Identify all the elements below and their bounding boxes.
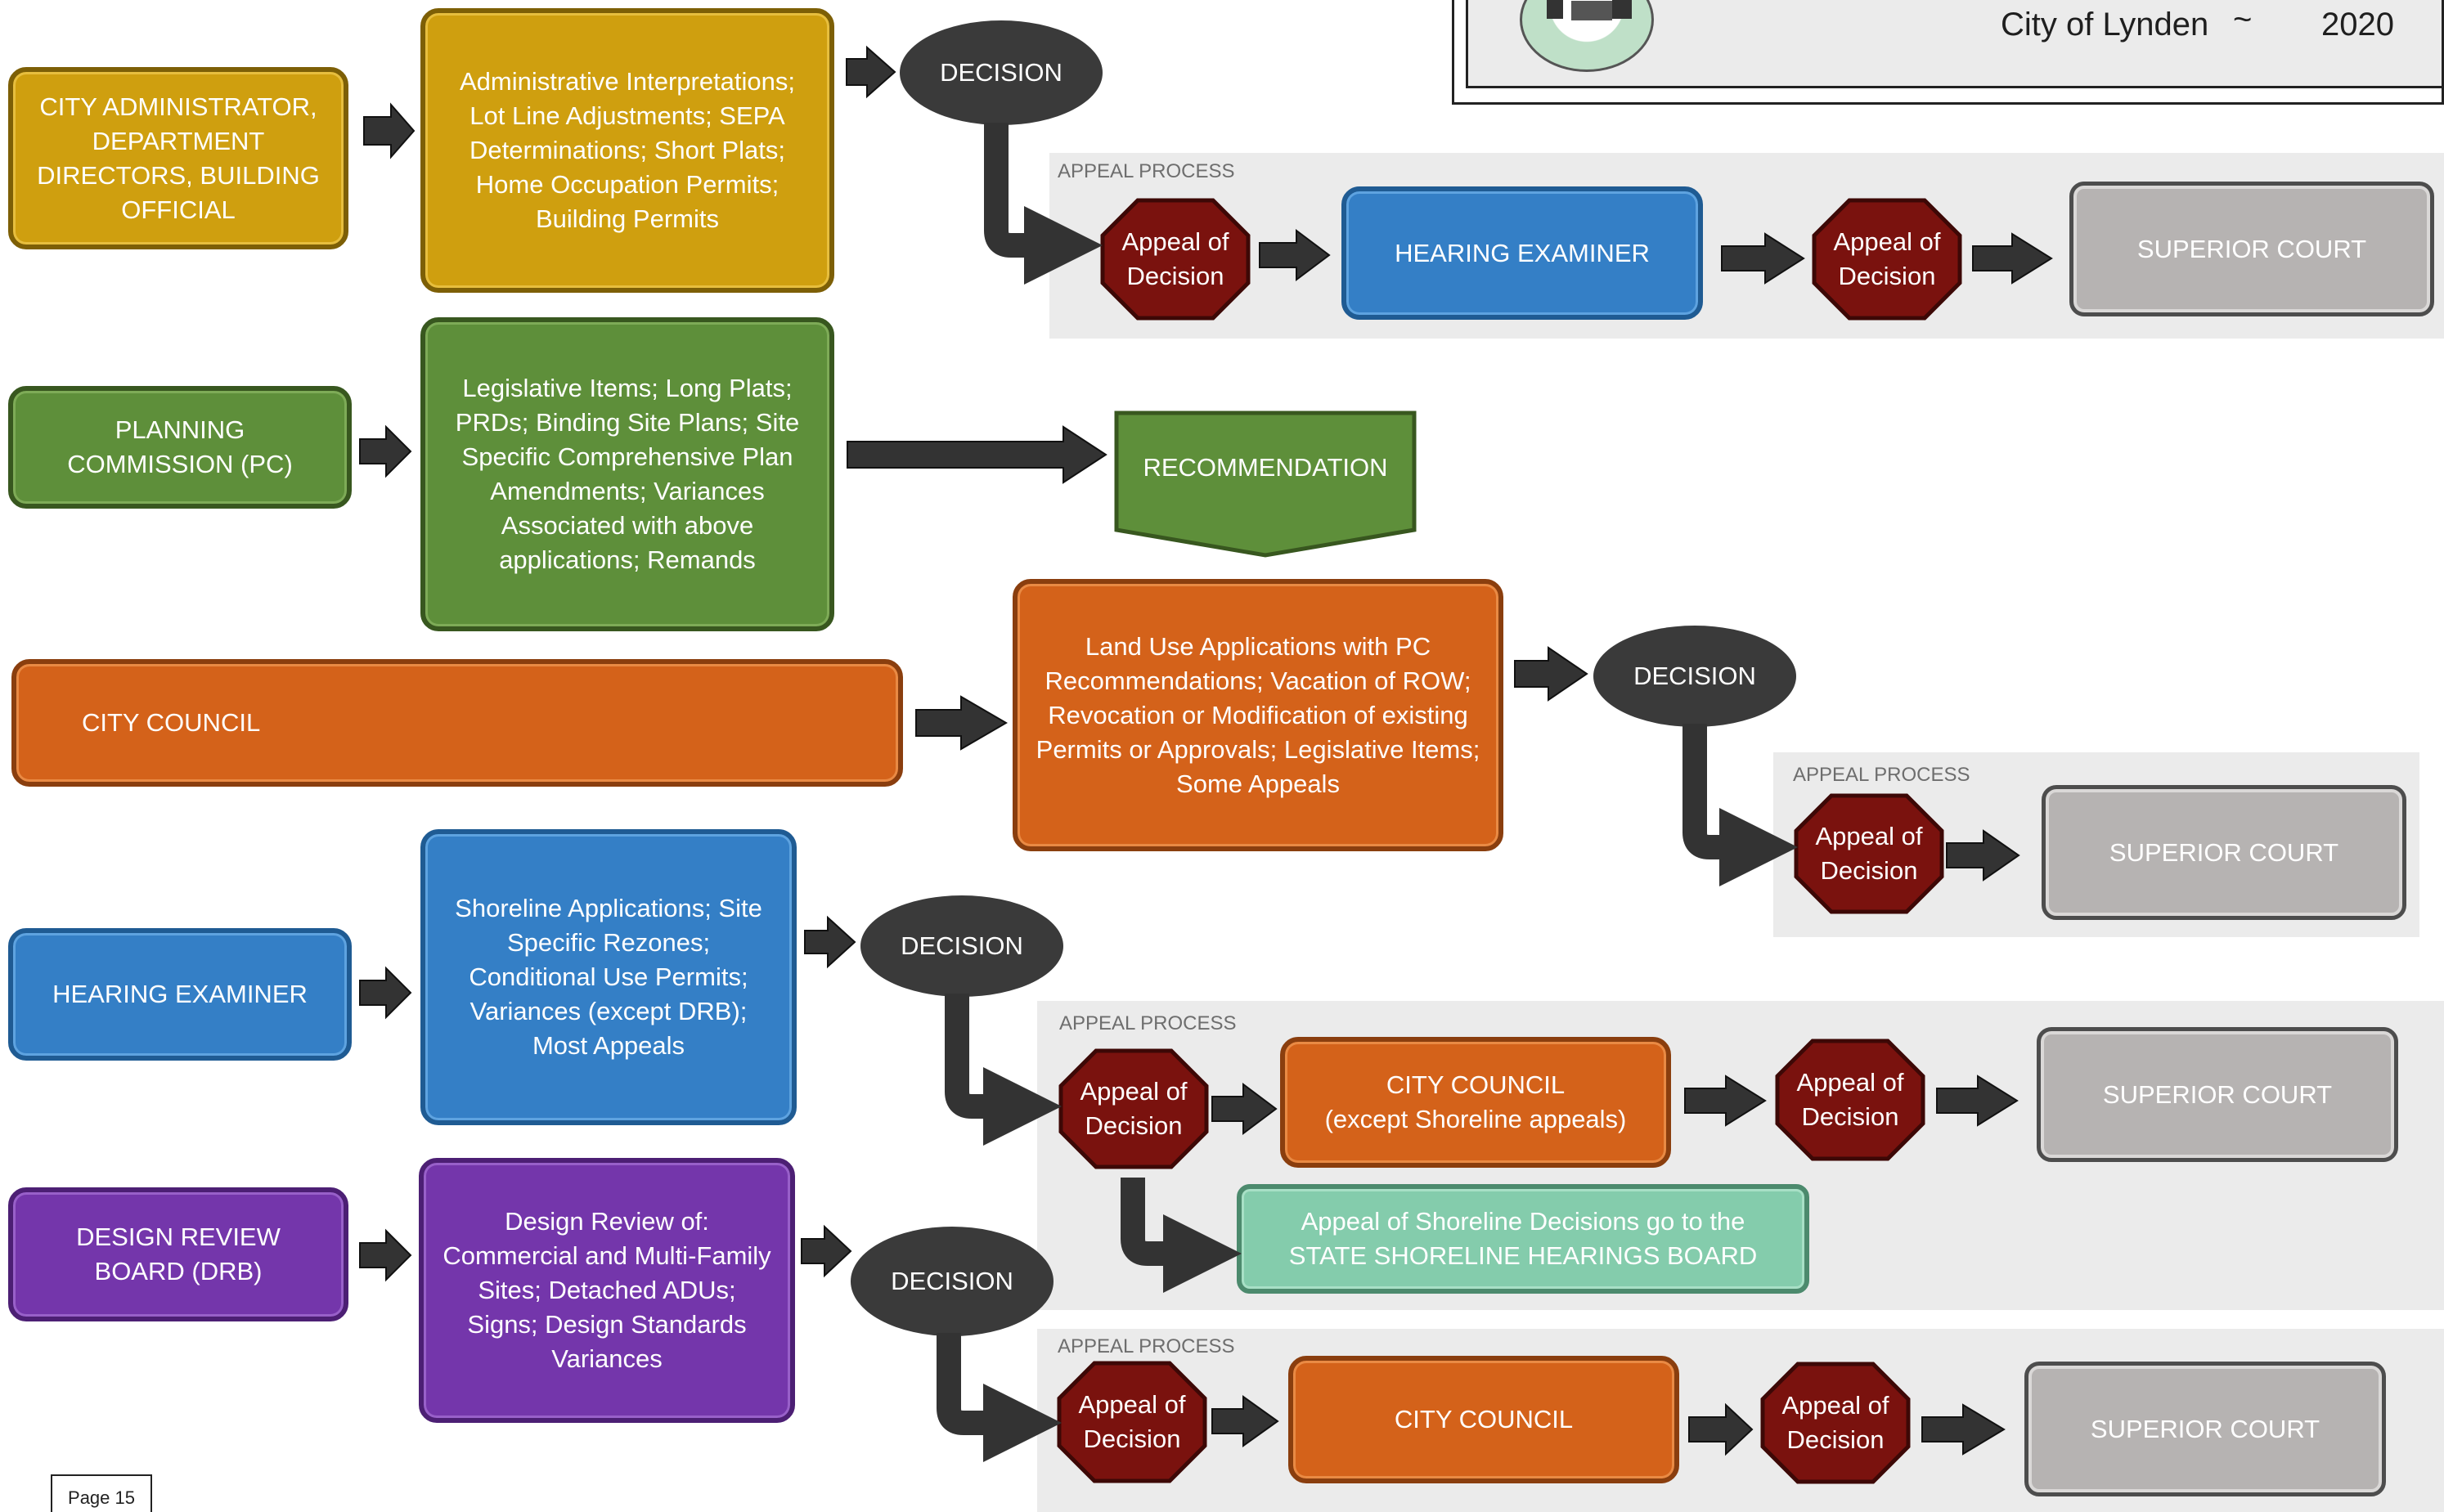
recommendation-label: RECOMMENDATION — [1143, 453, 1388, 482]
hearing-examiner-appeal-body: HEARING EXAMINER — [1341, 186, 1703, 320]
arrow-right-icon — [801, 1224, 852, 1278]
items-design-review: Design Review of: Commercial and Multi-F… — [419, 1158, 795, 1423]
appeal-panel-label: APPEAL PROCESS — [1059, 1012, 1237, 1034]
appeal-of-decision-octagon: Appeal of Decision — [1760, 1362, 1911, 1484]
items-administrative: Administrative Interpretations; Lot Line… — [420, 8, 834, 293]
actor-planning-commission: PLANNING COMMISSION (PC) — [8, 386, 352, 509]
shoreline-line1: Appeal of Shoreline Decisions go to the — [1301, 1207, 1745, 1236]
city-council-appeal-body: CITY COUNCIL — [1288, 1356, 1679, 1483]
items-hearing-examiner: Shoreline Applications; Site Specific Re… — [420, 829, 797, 1125]
connector-elbow — [945, 994, 1063, 1146]
superior-court: SUPERIOR COURT — [2037, 1027, 2398, 1162]
state-shoreline-hearings-board: Appeal of Shoreline Decisions go to the … — [1237, 1184, 1809, 1294]
appeal-panel-label: APPEAL PROCESS — [1058, 160, 1235, 182]
superior-court: SUPERIOR COURT — [2042, 785, 2406, 920]
arrow-right-icon — [915, 695, 1008, 751]
header-city: City of Lynden — [2001, 7, 2209, 43]
arrow-right-icon — [846, 45, 896, 99]
decision-node: DECISION — [900, 20, 1103, 125]
actor-design-review-board: DESIGN REVIEW BOARD (DRB) — [8, 1187, 348, 1321]
arrow-right-icon — [1514, 646, 1588, 702]
recommendation-banner: RECOMMENDATION — [1114, 411, 1417, 558]
decision-node: DECISION — [1593, 626, 1796, 727]
actor-city-council: CITY COUNCIL — [11, 659, 903, 787]
arrow-right-icon — [359, 1228, 412, 1282]
arrow-right-icon — [359, 424, 412, 478]
decision-node: DECISION — [860, 895, 1063, 997]
superior-court: SUPERIOR COURT — [2069, 182, 2434, 316]
header-year: 2020 — [2321, 7, 2394, 43]
city-council-appeal-body: CITY COUNCIL (except Shoreline appeals) — [1280, 1037, 1671, 1168]
items-city-council: Land Use Applications with PC Recommenda… — [1013, 579, 1503, 851]
appeal-of-decision-octagon: Appeal of Decision — [1058, 1048, 1209, 1169]
arrow-right-icon — [804, 915, 856, 969]
actor-hearing-examiner: HEARING EXAMINER — [8, 928, 352, 1061]
arrow-right-icon — [359, 966, 412, 1020]
superior-court: SUPERIOR COURT — [2024, 1362, 2386, 1496]
connector-elbow — [1682, 724, 1799, 887]
appeal-panel-label: APPEAL PROCESS — [1058, 1335, 1235, 1357]
actor-city-administrator: CITY ADMINISTRATOR, DEPARTMENT DIRECTORS… — [8, 67, 348, 249]
shoreline-line2: STATE SHORELINE HEARINGS BOARD — [1288, 1241, 1758, 1270]
appeal-panel-label: APPEAL PROCESS — [1793, 764, 1970, 786]
appeal-of-decision-octagon: Appeal of Decision — [1100, 198, 1251, 321]
decision-node: DECISION — [851, 1227, 1054, 1336]
appeal-of-decision-octagon: Appeal of Decision — [1812, 198, 1962, 321]
arrow-right-icon — [847, 425, 1107, 484]
connector-elbow — [937, 1333, 1063, 1463]
items-planning: Legislative Items; Long Plats; PRDs; Bin… — [420, 317, 834, 631]
appeal-of-decision-octagon: Appeal of Decision — [1794, 793, 1944, 914]
arrow-right-icon — [363, 102, 416, 159]
appeal-of-decision-octagon: Appeal of Decision — [1775, 1039, 1925, 1161]
header-tilde: ~ — [2233, 2, 2253, 38]
body-line2: (except Shoreline appeals) — [1324, 1105, 1627, 1133]
body-line1: CITY COUNCIL — [1386, 1070, 1566, 1099]
page-number: Page 15 — [51, 1474, 152, 1512]
appeal-of-decision-octagon: Appeal of Decision — [1057, 1361, 1207, 1483]
